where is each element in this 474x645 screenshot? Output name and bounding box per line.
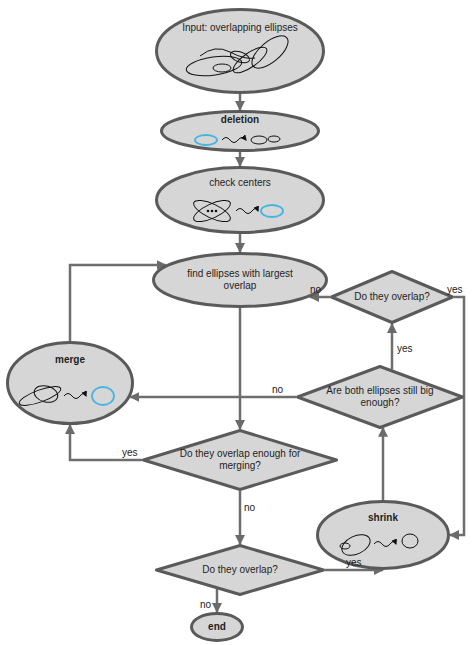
deletion-sketch	[195, 135, 280, 145]
sketch-ellipse	[230, 43, 271, 77]
node-text-box: Input: overlapping ellipses	[155, 8, 325, 94]
ellipse-outline	[316, 500, 450, 570]
diamond-shape	[144, 431, 337, 490]
flow-arrow	[70, 265, 166, 341]
ellipse-shape	[154, 254, 327, 307]
step-name: end	[208, 621, 226, 633]
sketch-ellipse	[229, 49, 251, 65]
diamond-shape	[157, 546, 324, 595]
node-text-box: find ellipses with largest overlap	[152, 252, 328, 308]
ellipse-shape	[157, 10, 324, 93]
node-text-box: deletion	[160, 110, 320, 152]
sketch-ellipse	[340, 543, 350, 549]
flow-arrow	[391, 324, 394, 370]
sketch-ellipse	[32, 383, 59, 405]
sketch-ellipse	[191, 196, 233, 226]
removed-ellipse	[195, 135, 217, 145]
decision-diamond: Do they overlap?	[155, 544, 325, 596]
sketch-ellipse	[191, 196, 233, 226]
merge-sketch	[17, 383, 114, 409]
ellipse-outline	[6, 341, 134, 425]
merged-ellipse	[92, 387, 114, 405]
sketch-ellipse	[185, 53, 243, 79]
process-ellipse: merge	[6, 341, 134, 425]
sketch-ellipse	[17, 383, 62, 409]
ellipse-outline	[155, 8, 325, 94]
node-label: Do they overlap?	[354, 291, 430, 303]
process-ellipse: deletion	[160, 110, 320, 152]
squiggle-arrow	[222, 138, 246, 143]
terminal-ellipse: end	[190, 612, 244, 642]
diamond-shape	[332, 272, 453, 323]
edge-label: no	[272, 384, 283, 396]
node-label: find ellipses with largest overlap	[180, 268, 300, 292]
decision-diamond: Do they overlap?	[330, 270, 454, 324]
sketch-ellipse	[213, 64, 231, 72]
flow-arrow	[216, 589, 219, 612]
edge-label: no	[200, 599, 211, 611]
input-sketch	[185, 30, 293, 79]
center-dot	[215, 210, 218, 213]
node-label: Are both ellipses still big enough?	[324, 385, 436, 409]
flow-arrow	[310, 296, 330, 299]
ellipse-shape	[8, 343, 133, 424]
input-ellipse: Input: overlapping ellipses	[155, 8, 325, 94]
sketch-stroke	[200, 49, 255, 59]
center-dot	[207, 210, 210, 213]
squiggle-arrow	[236, 209, 258, 214]
process-ellipse: find ellipses with largest overlap	[152, 252, 328, 308]
ellipse-outline	[155, 166, 325, 234]
edge-label: no	[244, 502, 255, 514]
ellipse-shape	[318, 502, 449, 569]
edge-label: yes	[122, 447, 138, 459]
node-text-box: shrink	[316, 500, 450, 570]
flow-arrow	[382, 428, 385, 500]
step-name: merge	[55, 354, 85, 366]
node-text-box: Do they overlap?	[155, 544, 325, 596]
flow-arrow	[130, 396, 296, 399]
shrink-sketch	[339, 531, 418, 560]
step-name: shrink	[368, 512, 398, 524]
ellipse-shape	[192, 614, 243, 641]
center-dot	[211, 210, 214, 213]
sketch-ellipse	[268, 136, 280, 142]
squiggle-arrow	[64, 394, 86, 399]
node-label: Do they overlap?	[202, 564, 278, 576]
sketch-ellipse	[251, 136, 267, 144]
result-ellipse	[261, 205, 283, 217]
process-ellipse: check centers	[155, 166, 325, 234]
node-text-box: Do they overlap?	[330, 270, 454, 324]
flow-arrow	[239, 94, 242, 110]
node-label: check centers	[209, 177, 271, 189]
ellipse-shape	[162, 112, 319, 151]
flow-arrow	[450, 297, 464, 535]
decision-diamond: Do they overlap enough for merging?	[142, 429, 338, 491]
node-text-box: Do they overlap enough for merging?	[142, 429, 338, 491]
node-label: Input: overlapping ellipses	[182, 22, 298, 34]
node-text-box: check centers	[155, 166, 325, 234]
node-text-box: Are both ellipses still big enough?	[296, 365, 464, 429]
flow-arrow	[239, 152, 242, 166]
diamond-shape	[298, 367, 463, 428]
step-name: deletion	[221, 114, 259, 126]
edge-label: yes	[397, 343, 413, 355]
sketch-ellipse	[402, 534, 418, 548]
node-text-box: merge	[6, 341, 134, 425]
decision-diamond: Are both ellipses still big enough?	[296, 365, 464, 429]
flow-arrow	[70, 425, 142, 460]
flow-arrow	[239, 491, 242, 544]
node-label: Do they overlap enough for merging?	[179, 448, 301, 472]
process-ellipse: shrink	[316, 500, 450, 570]
sketch-ellipse	[339, 531, 374, 560]
ellipse-shape	[157, 168, 324, 233]
squiggle-arrow	[374, 542, 396, 547]
sketch-ellipse	[247, 30, 294, 74]
flow-arrow	[239, 308, 242, 429]
flow-arrow	[239, 234, 242, 252]
check-centers-sketch	[191, 196, 283, 226]
node-text-box: end	[190, 612, 244, 642]
